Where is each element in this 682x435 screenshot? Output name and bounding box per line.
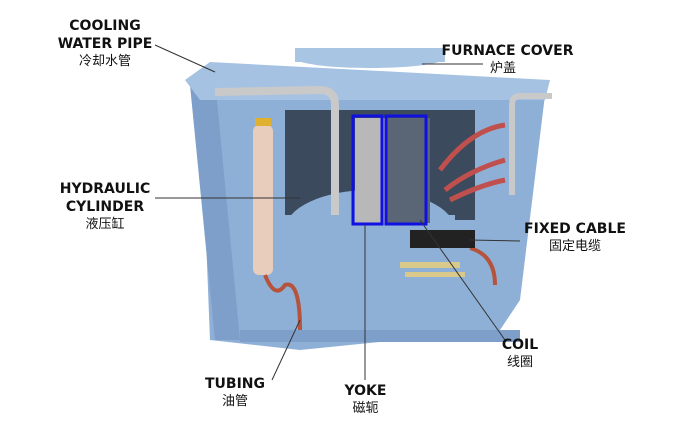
leader-coil [419, 219, 506, 341]
label-cn: 炉盖 [490, 61, 517, 76]
leader-cooling-water-pipe [154, 44, 216, 73]
coil-highlight-box [384, 114, 428, 226]
yoke-highlight-box [351, 114, 384, 226]
label-en: COOLING [69, 18, 141, 34]
leader-lines [154, 44, 521, 381]
label-en: FIXED CABLE [524, 221, 626, 237]
tubing-hose [263, 274, 302, 331]
frame-left-side [190, 80, 240, 340]
label-furnace-cover: FURNACE COVER 炉盖 [435, 42, 580, 78]
label-cn: 线圈 [506, 355, 533, 370]
label-cn: 磁轭 [352, 401, 379, 416]
label-cn: 液压缸 [85, 217, 125, 232]
label-cn: 固定电缆 [548, 239, 601, 254]
label-en: TUBING [204, 376, 265, 392]
label-yoke: YOKE 磁轭 [338, 382, 393, 418]
label-en: CYLINDER [65, 199, 145, 215]
red-hose [438, 122, 506, 172]
leader-fixed-cable [469, 239, 521, 242]
label-tubing: TUBING 油管 [200, 375, 270, 411]
label-en: HYDRAULIC [59, 181, 151, 197]
label-en: YOKE [344, 383, 387, 399]
label-en: WATER PIPE [57, 36, 153, 52]
label-hydraulic-cylinder: HYDRAULIC CYLINDER 液压缸 [55, 180, 155, 234]
label-en: FURNACE COVER [441, 43, 574, 59]
label-fixed-cable: FIXED CABLE 固定电缆 [520, 220, 630, 256]
cooling-pipe [214, 85, 339, 215]
label-cn: 冷却水管 [78, 54, 131, 69]
label-en: COIL [501, 337, 539, 353]
hydraulic-cylinder [253, 125, 273, 275]
label-coil: COIL 线圈 [495, 336, 545, 372]
leader-tubing [271, 319, 301, 381]
label-cooling-water-pipe: COOLING WATER PIPE 冷却水管 [50, 17, 160, 71]
label-cn: 油管 [221, 394, 248, 409]
fixed-cable-block [410, 230, 475, 248]
